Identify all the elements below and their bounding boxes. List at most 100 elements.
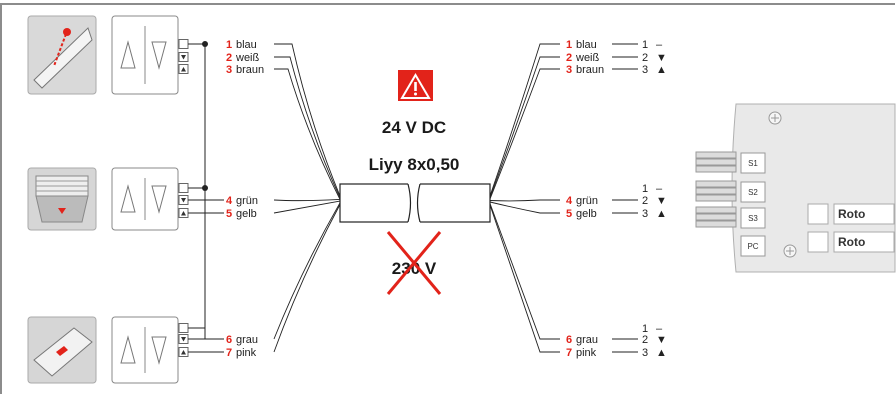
wire-number: 6 xyxy=(566,334,572,346)
up-triangle-icon xyxy=(181,211,186,216)
terminal-number: 2 xyxy=(642,195,648,207)
wire-path xyxy=(273,204,341,353)
cable xyxy=(339,180,491,226)
terminal-symbol: – xyxy=(656,39,663,51)
frame-border xyxy=(0,3,895,394)
slot-label: S2 xyxy=(748,188,758,197)
terminal-number: 2 xyxy=(642,52,648,64)
terminal-block xyxy=(178,183,189,193)
slot-box xyxy=(740,181,766,203)
wire-path xyxy=(489,56,560,198)
wire-path xyxy=(489,201,560,214)
wall-switch xyxy=(111,316,205,384)
wire-path xyxy=(489,199,560,202)
terminal-symbol: ▼ xyxy=(656,52,667,64)
connector-pin xyxy=(695,151,737,159)
terminal-number: 3 xyxy=(642,347,648,359)
wire-number: 1 xyxy=(566,39,572,51)
wire-color-label: pink xyxy=(236,347,257,359)
wire-color-label: grün xyxy=(576,195,598,207)
wire-path xyxy=(273,202,341,340)
window-operator-icon xyxy=(27,15,97,95)
down-triangle-icon xyxy=(181,198,186,203)
wire-color-label: weiß xyxy=(575,52,600,64)
wire-path xyxy=(489,68,560,200)
terminal-symbol: ▼ xyxy=(656,334,667,346)
up-triangle-icon xyxy=(181,350,186,355)
wire-path xyxy=(274,68,341,200)
wire-color-label: blau xyxy=(576,39,597,51)
roller-shutter-icon xyxy=(27,167,97,231)
wall-switch xyxy=(111,15,205,95)
wire-color-label: braun xyxy=(576,64,604,76)
wire-number: 3 xyxy=(566,64,572,76)
connector-pin xyxy=(695,206,737,214)
brand-label: Roto xyxy=(838,207,865,221)
sun-blind-icon xyxy=(27,316,97,384)
right-wire-row: 1– xyxy=(642,323,663,335)
connector-pin xyxy=(695,220,737,228)
voltage-dc-label: 24 V DC xyxy=(382,118,446,137)
wire-number: 7 xyxy=(566,347,572,359)
junction-dot xyxy=(202,185,208,191)
down-arrow-icon xyxy=(151,185,167,214)
up-arrow-icon xyxy=(120,184,136,213)
cable-type-label: Liyy 8x0,50 xyxy=(369,155,460,174)
terminal-symbol: – xyxy=(656,323,663,335)
wire-number: 1 xyxy=(226,39,232,51)
junction-dot xyxy=(202,41,208,47)
wire-number: 5 xyxy=(226,208,232,220)
terminal-number: 1 xyxy=(642,183,648,195)
right-wire-row: 1– xyxy=(642,183,663,195)
connector-pin xyxy=(695,213,737,221)
wire-number: 2 xyxy=(226,52,232,64)
wire-color-label: blau xyxy=(236,39,257,51)
terminal-number: 2 xyxy=(642,334,648,346)
connector-pin xyxy=(695,180,737,188)
terminal-number: 3 xyxy=(642,64,648,76)
voltage-ac-label: 230 V xyxy=(392,259,437,278)
wire-number: 5 xyxy=(566,208,572,220)
up-arrow-icon xyxy=(120,335,136,364)
wire-path xyxy=(273,198,341,202)
brand-label: Roto xyxy=(838,235,865,249)
connector-pin xyxy=(695,158,737,166)
wire-color-label: grün xyxy=(236,195,258,207)
slot-box xyxy=(740,207,766,229)
slot-label: PC xyxy=(747,242,758,251)
down-triangle-icon xyxy=(181,337,186,342)
terminal-block xyxy=(178,39,189,49)
wire-number: 3 xyxy=(226,64,232,76)
slot-box xyxy=(740,152,766,174)
wire-number: 6 xyxy=(226,334,232,346)
wire-path xyxy=(489,204,560,353)
indicator-box xyxy=(807,203,829,225)
brand-box xyxy=(833,231,895,253)
connector-pin xyxy=(695,187,737,195)
left-wire-row: 7 pink xyxy=(188,204,341,359)
terminal-number: 3 xyxy=(642,208,648,220)
left-wire-row: 1 blau xyxy=(226,39,341,197)
terminal-symbol: ▲ xyxy=(656,208,667,220)
terminal-symbol: ▲ xyxy=(656,347,667,359)
warning-triangle-icon xyxy=(398,70,433,101)
down-arrow-icon xyxy=(151,336,167,365)
crossed-out-icon xyxy=(386,231,442,295)
wire-number: 7 xyxy=(226,347,232,359)
connector-pin xyxy=(695,165,737,173)
wire-path xyxy=(274,43,341,197)
wire-color-label: gelb xyxy=(236,208,257,220)
up-arrow-icon xyxy=(120,40,136,69)
down-arrow-icon xyxy=(151,41,167,70)
down-triangle-icon xyxy=(181,55,186,60)
